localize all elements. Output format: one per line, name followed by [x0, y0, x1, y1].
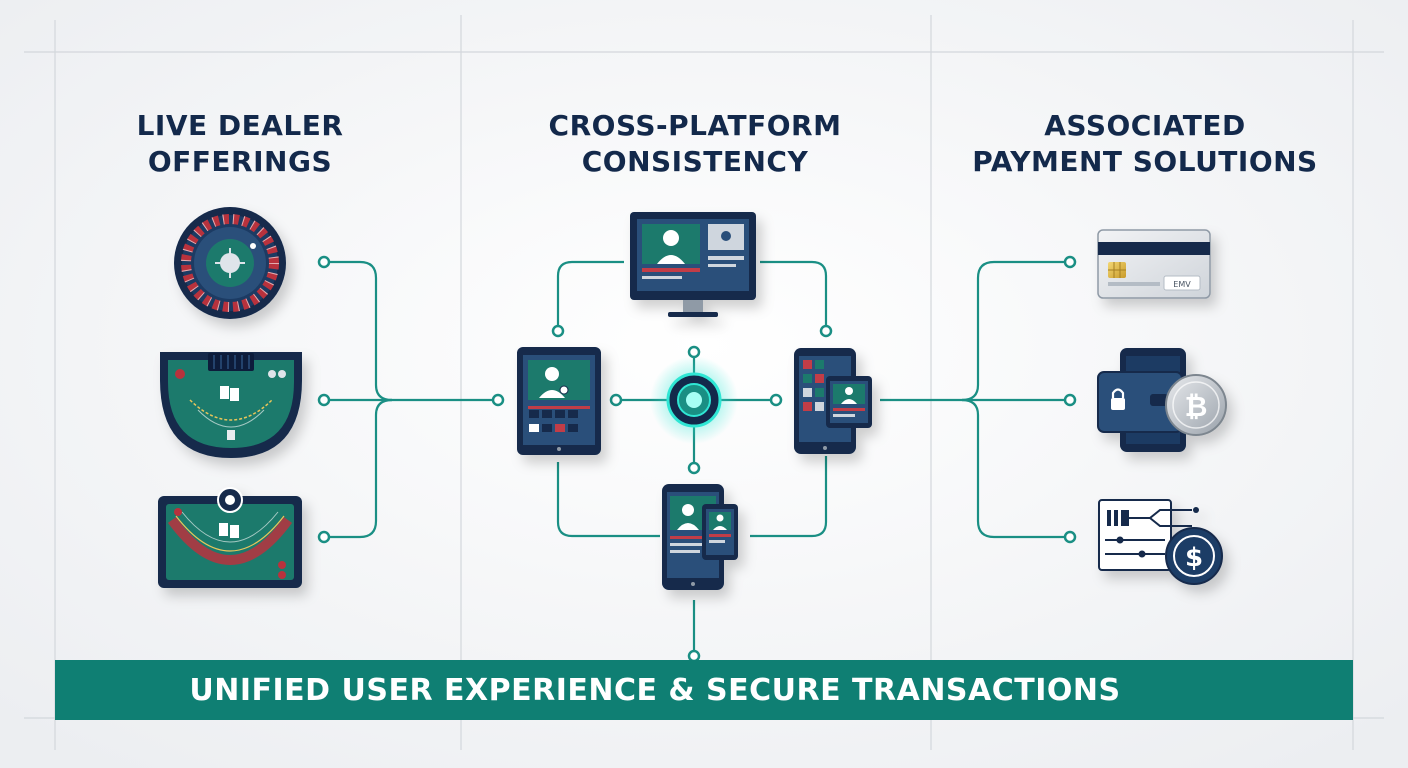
title-line: OFFERINGS	[147, 145, 333, 178]
hub-node-icon	[650, 356, 738, 444]
credit-card-icon: EMV	[1097, 229, 1211, 299]
connector-dots	[317, 255, 1077, 663]
svg-text:₿: ₿	[1185, 390, 1208, 423]
title-line: LIVE DEALER	[136, 109, 344, 142]
baccarat-table-icon	[158, 487, 302, 588]
footer-text: UNIFIED USER EXPERIENCE & SECURE TRANSAC…	[189, 672, 1121, 708]
title-line: CONSISTENCY	[581, 145, 809, 178]
blackjack-table-icon	[160, 352, 302, 458]
tablet-icon	[517, 347, 601, 455]
roulette-wheel-icon	[174, 207, 286, 319]
payment-gateway-dollar-icon: $	[1098, 499, 1223, 585]
column-title-live-dealer: LIVE DEALER OFFERINGS	[60, 108, 420, 180]
emv-label: EMV	[1173, 280, 1191, 289]
column-title-cross-platform: CROSS-PLATFORM CONSISTENCY	[470, 108, 920, 180]
title-line: ASSOCIATED	[1044, 109, 1246, 142]
title-line: CROSS-PLATFORM	[548, 109, 842, 142]
column-title-payment: ASSOCIATED PAYMENT SOLUTIONS	[940, 108, 1350, 180]
mobile-wallet-bitcoin-icon: ₿	[1097, 348, 1227, 452]
svg-text:$: $	[1185, 543, 1203, 573]
phone-tablet-icon	[662, 484, 738, 590]
footer-banner: UNIFIED USER EXPERIENCE & SECURE TRANSAC…	[55, 660, 1353, 720]
connector-lines	[330, 260, 1070, 656]
desktop-monitor-icon	[630, 212, 756, 317]
smartphone-tablet-icon	[794, 348, 872, 454]
title-line: PAYMENT SOLUTIONS	[972, 145, 1318, 178]
